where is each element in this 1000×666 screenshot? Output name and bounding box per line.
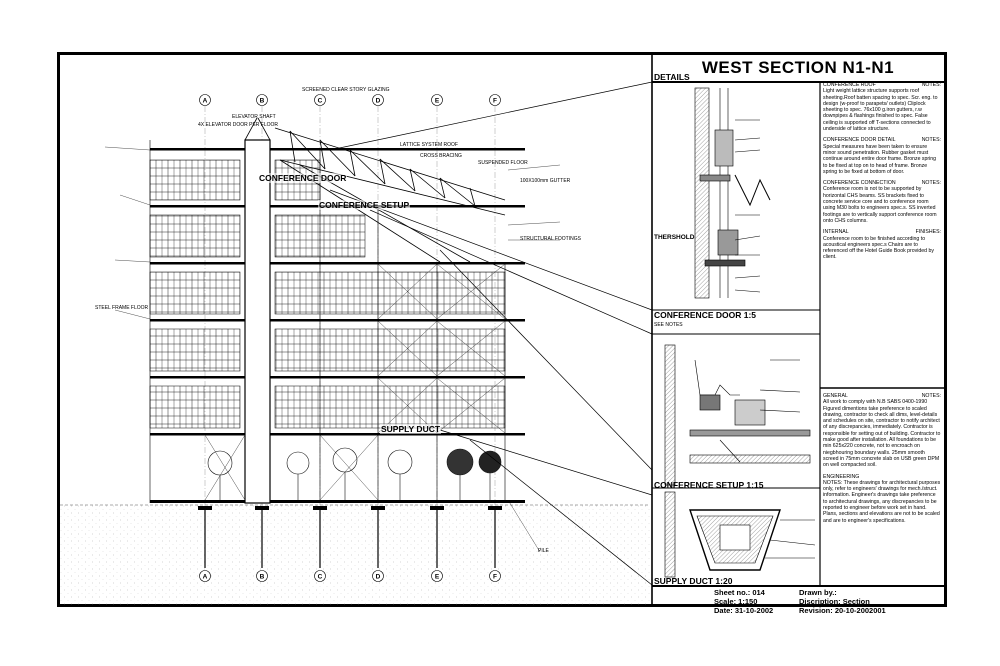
duct-detail-drawing — [664, 491, 816, 578]
ground-soil — [60, 504, 650, 605]
grid-letters: A B C D E F A B C D E F — [203, 98, 497, 581]
annotation-lattice-roof: LATTICE SYSTEM ROOF — [400, 142, 458, 148]
note-tag: NOTES: — [921, 82, 941, 88]
title-block: Sheet no.: 014 Scale: 1:150 Date: 31-10-… — [652, 585, 944, 615]
grid-label-a-top: A — [203, 98, 208, 105]
note-body: Conference room is not to be supported b… — [823, 186, 937, 224]
grid-label-d-top: D — [376, 98, 381, 105]
grid-label-e-top: E — [435, 98, 440, 105]
note-tag: FINISHES: — [915, 229, 941, 236]
notes-lower-column: GENERAL NOTES: All work to comply with N.… — [823, 393, 941, 529]
details-heading: DETAILS — [654, 72, 690, 82]
sheet-title: WEST SECTION N1-N1 — [652, 55, 944, 83]
cross-bracing — [204, 263, 506, 501]
projection-lines — [329, 81, 653, 586]
note-internal-finishes: INTERNAL FINISHES: Conference room to be … — [823, 229, 941, 260]
note-tag: NOTES: — [921, 393, 941, 399]
service-core — [244, 117, 271, 504]
piles — [204, 508, 496, 568]
leader-lines — [104, 146, 561, 553]
details-panel-frame — [651, 55, 944, 607]
annotation-footings: STRUCTURAL FOOTINGS — [520, 236, 581, 242]
sheet-number: Sheet no.: 014 — [714, 588, 765, 597]
setup-detail-title: CONFERENCE SETUP 1:15 — [654, 480, 764, 490]
trees — [207, 447, 502, 500]
note-conference-connection: CONFERENCE CONNECTION NOTES: Conference r… — [823, 180, 941, 224]
note-tag: NOTES: — [921, 180, 941, 187]
grid-label-a-bottom: A — [203, 574, 208, 581]
note-title: INTERNAL — [823, 229, 849, 236]
note-title: CONFERENCE DOOR DETAIL — [823, 137, 896, 144]
annotation-cross-bracing: CROSS BRACING — [420, 153, 462, 159]
pile-caps — [198, 506, 502, 510]
grid-label-d-bottom: D — [376, 574, 381, 581]
lattice-roof — [274, 127, 506, 263]
note-title: CONFERENCE CONNECTION — [823, 180, 896, 187]
floor-window-bands — [149, 159, 506, 429]
door-detail-drawing — [694, 87, 771, 299]
note-title: CONFERENCE ROOF — [823, 82, 876, 88]
conference-door-callout: CONFERENCE DOOR — [258, 173, 348, 183]
annotation-elevator-door: 4X ELEVATOR DOOR PER FLOOR — [198, 122, 279, 128]
grid-label-c-bottom: C — [318, 574, 323, 581]
note-title: ENGINEERING — [823, 473, 860, 480]
note-title: GENERAL — [823, 393, 848, 399]
sheet-scale: Scale: 1:150 — [714, 597, 758, 606]
drawn-by: Drawn by.: — [799, 588, 837, 597]
conference-setup-callout: CONFERENCE SETUP — [318, 200, 411, 210]
notes-column: CONFERENCE ROOF NOTES: Light weight latti… — [823, 82, 941, 266]
annotation-elevator-shaft: ELEVATOR SHAFT — [232, 114, 276, 120]
note-body: Light weight lattice structure supports … — [823, 88, 938, 133]
note-body: NOTES: These drawings for architectural … — [823, 479, 941, 524]
supply-duct-callout: SUPPLY DUCT — [380, 424, 442, 434]
annotation-screened-glazing: SCREENED CLEAR STORY GLAZING — [302, 87, 390, 93]
door-detail-title: CONFERENCE DOOR 1:5 — [654, 310, 757, 320]
threshold-label: THERSHOLD — [654, 234, 695, 241]
grid-label-b-bottom: B — [260, 574, 265, 581]
grid-label-e-bottom: E — [435, 574, 440, 581]
note-conference-door: CONFERENCE DOOR DETAIL NOTES: Special mea… — [823, 137, 941, 175]
note-body: Conference room to be finished according… — [823, 235, 934, 261]
sheet-date: Date: 31-10-2002 — [714, 606, 774, 615]
grid-label-f-bottom: F — [493, 574, 497, 581]
sheet-revision: Revision: 20-10-2002001 — [799, 606, 886, 615]
grid-bubbles-top — [199, 94, 501, 106]
note-body: All work to comply with N.B SABS 0400-19… — [823, 399, 941, 469]
note-general: GENERAL NOTES: All work to comply with N.… — [823, 393, 941, 469]
door-detail-subtitle: SEE NOTES — [654, 322, 683, 328]
grid-label-c-top: C — [318, 98, 323, 105]
duct-detail-title: SUPPLY DUCT 1:20 — [654, 576, 733, 586]
note-body: Special measures have been taken to ensu… — [823, 143, 937, 175]
note-tag: NOTES: — [921, 137, 941, 144]
annotation-suspended-floor: SUSPENDED FLOOR — [478, 160, 528, 166]
note-conference-roof: CONFERENCE ROOF NOTES: Light weight latti… — [823, 82, 941, 132]
note-engineering: ENGINEERING NOTES: These drawings for ar… — [823, 474, 941, 524]
annotation-steel-frame: STEEL FRAME FLOOR — [95, 305, 149, 311]
annotation-pile: PILE — [538, 548, 549, 554]
setup-detail-drawing — [664, 344, 811, 486]
grid-bubbles-bottom — [199, 570, 501, 582]
grid-label-b-top: B — [260, 98, 265, 105]
annotation-gutter: 100X100mm GUTTER — [520, 178, 571, 184]
sheet-description: Discription: Section — [799, 597, 870, 606]
grid-label-f-top: F — [493, 98, 497, 105]
